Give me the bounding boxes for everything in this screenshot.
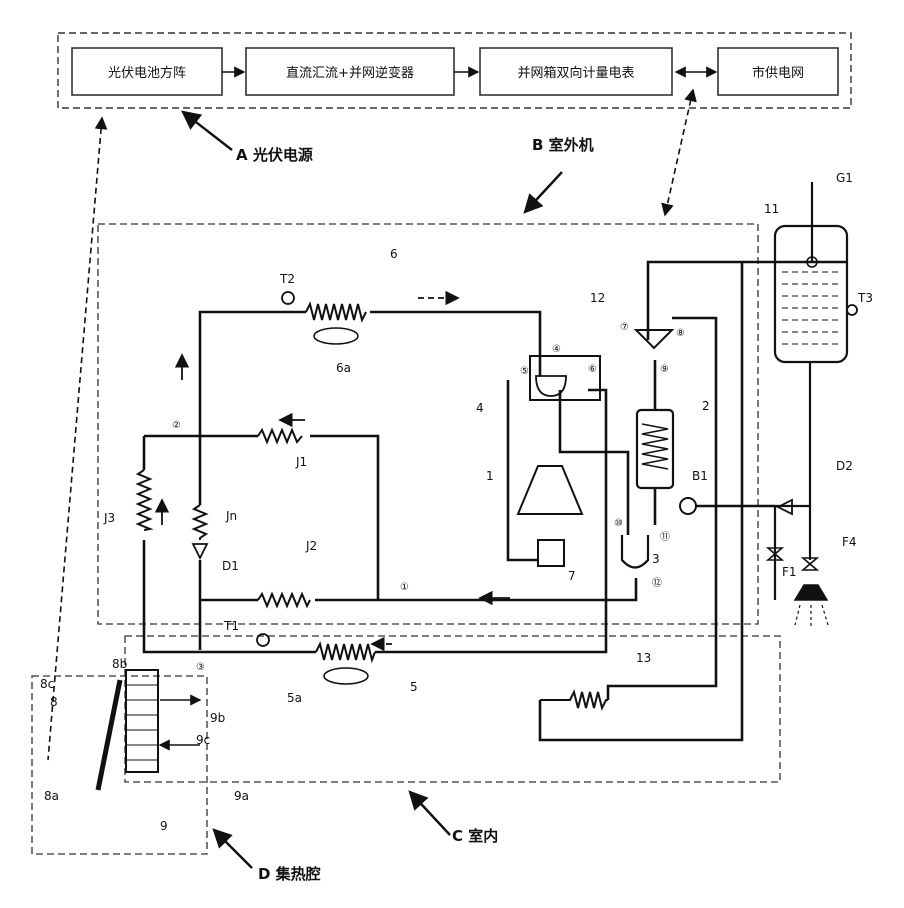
port-marker-7: ⑦ [620, 322, 629, 333]
throttle-Jn [194, 505, 206, 540]
fan-6a-icon [314, 328, 358, 344]
sensor-T2-icon [282, 292, 294, 304]
collector-glass-8 [98, 680, 120, 790]
sensor-T3-icon [847, 305, 857, 315]
arrow-pointer-B [525, 172, 562, 212]
label-T2: T2 [279, 272, 295, 286]
shower-head-icon [795, 585, 827, 600]
grid-label: 市供电网 [752, 65, 804, 81]
section-B-label: B 室外机 [532, 136, 594, 154]
receiver-7 [538, 540, 564, 566]
port-marker-11: ⑪ [660, 531, 670, 543]
arrow-pointer-D [214, 830, 252, 868]
label-9a: 9a [234, 789, 249, 803]
port-marker-5: ⑤ [520, 366, 529, 377]
label-F1: F1 [782, 565, 797, 579]
label-3: 3 [652, 552, 660, 566]
four-way-valve-cup [536, 376, 566, 396]
link-meter-to-outdoor [665, 90, 693, 215]
label-G1: G1 [836, 171, 853, 185]
pv-array-box: 光伏电池方阵 [72, 48, 222, 95]
label-4: 4 [476, 401, 484, 415]
fan-5a-icon [324, 668, 368, 684]
meter-box: 并网箱双向计量电表 [480, 48, 672, 95]
label-J1: J1 [295, 455, 307, 469]
section-D-label: D 集热腔 [258, 865, 321, 883]
grid-box: 市供电网 [718, 48, 838, 95]
refrigerant-pipes [144, 262, 846, 740]
tank-water-level [782, 272, 840, 344]
heat-exchanger-coil [642, 424, 668, 469]
valve-12-icon [636, 330, 672, 348]
label-8: 8 [50, 695, 58, 709]
label-Jn: Jn [225, 509, 237, 523]
label-1: 1 [486, 469, 494, 483]
label-8b: 8b [112, 657, 127, 671]
check-valve-D1-icon [193, 544, 207, 558]
inverter-box: 直流汇流+并网逆变器 [246, 48, 454, 95]
shower-spray [795, 605, 828, 627]
indoor-frame [125, 636, 780, 782]
label-J3: J3 [103, 511, 115, 525]
label-8c: 8c [40, 677, 54, 691]
label-9: 9 [160, 819, 168, 833]
pump-B1-icon [680, 498, 696, 514]
label-9b: 9b [210, 711, 225, 725]
port-marker-9: ⑨ [660, 364, 669, 375]
inverter-label: 直流汇流+并网逆变器 [286, 65, 414, 81]
port-marker-10: ⑩ [614, 518, 623, 529]
wall-brick-lines [126, 685, 158, 760]
meter-label: 并网箱双向计量电表 [517, 65, 634, 81]
port-marker-1: ① [400, 582, 409, 593]
arrow-pointer-A [183, 112, 232, 150]
label-8a: 8a [44, 789, 59, 803]
coil-5 [316, 644, 375, 660]
label-12: 12 [590, 291, 605, 305]
label-F4: F4 [842, 535, 857, 549]
label-6a: 6a [336, 361, 351, 375]
port-marker-8: ⑧ [676, 328, 685, 339]
section-A-label: A 光伏电源 [236, 146, 313, 164]
section-C-label: C 室内 [452, 827, 498, 845]
port-marker-3: ③ [196, 662, 205, 673]
label-11: 11 [764, 202, 779, 216]
label-6: 6 [390, 247, 398, 261]
arrow-pointer-C [410, 792, 450, 835]
label-B1: B1 [692, 469, 708, 483]
throttle-J3 [138, 470, 150, 530]
port-marker-12: ⑫ [652, 577, 662, 589]
label-7: 7 [568, 569, 576, 583]
port-marker-2: ② [172, 420, 181, 431]
label-T1: T1 [223, 619, 239, 633]
label-9c: 9c [196, 733, 210, 747]
label-2: 2 [702, 399, 710, 413]
throttle-J2 [258, 594, 310, 606]
coil-13 [540, 692, 608, 708]
collector-frame [32, 676, 207, 854]
compressor-1-icon [518, 466, 582, 514]
label-D1: D1 [222, 559, 239, 573]
label-5a: 5a [287, 691, 302, 705]
condenser-coil-6 [306, 304, 366, 320]
link-pv-to-collector [48, 118, 102, 760]
label-J2: J2 [305, 539, 317, 553]
u-tube-3 [622, 535, 648, 568]
pv-array-label: 光伏电池方阵 [108, 65, 186, 81]
label-D2: D2 [836, 459, 853, 473]
port-marker-6: ⑥ [588, 364, 597, 375]
port-marker-4: ④ [552, 344, 561, 355]
label-13: 13 [636, 651, 651, 665]
throttle-J1 [258, 430, 302, 442]
label-5: 5 [410, 680, 418, 694]
label-T3: T3 [857, 291, 873, 305]
